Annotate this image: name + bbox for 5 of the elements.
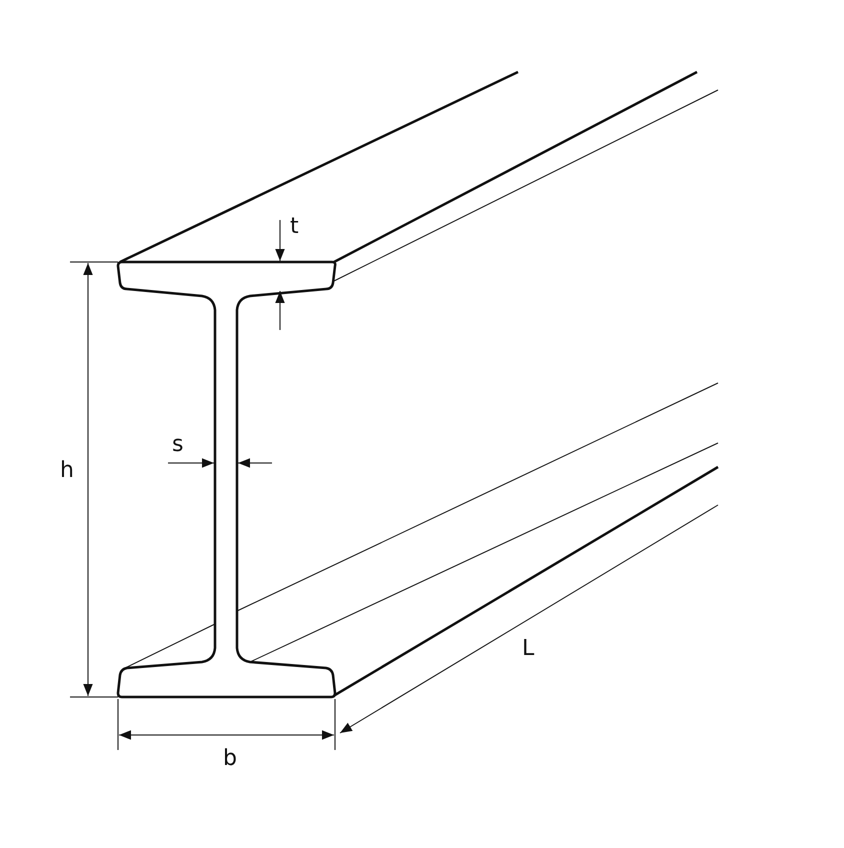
dimension-label: L — [522, 638, 534, 660]
dimension-label: b — [223, 748, 237, 770]
dimension-label: s — [172, 434, 184, 456]
dimension-label: h — [60, 460, 74, 482]
dimension-label: t — [290, 216, 299, 238]
